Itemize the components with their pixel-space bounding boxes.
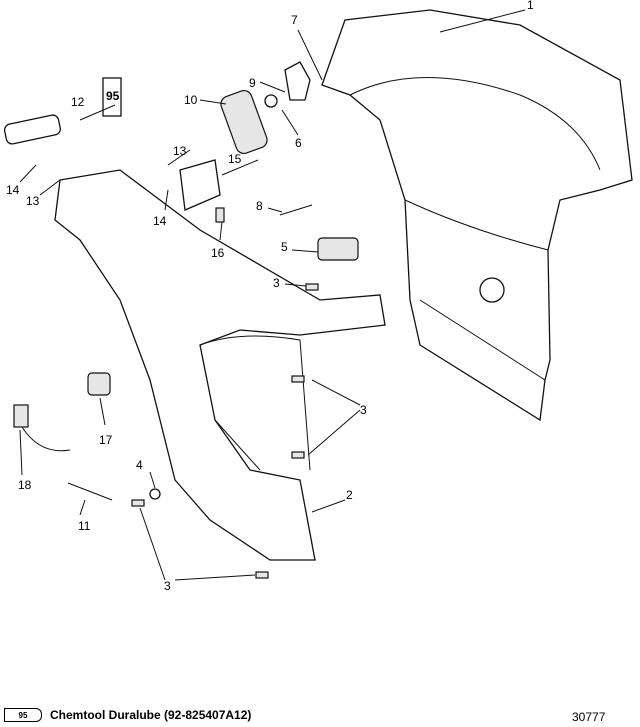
cover-part — [317, 237, 359, 261]
handle-part — [3, 114, 61, 145]
callout-18: 18 — [18, 478, 32, 492]
legend: 95 Chemtool Duralube (92-825407A12) — [4, 708, 251, 722]
callout-14: 14 — [6, 183, 20, 197]
leader-lines — [19, 9, 526, 581]
screw-part — [255, 571, 269, 579]
callout-10: 10 — [184, 93, 198, 107]
lubricant-tube-icon — [102, 77, 122, 117]
callout-3: 3 — [273, 276, 280, 290]
plate-part — [179, 159, 221, 211]
upper-cowl-part — [321, 9, 633, 422]
upper-cowl-detail-lines — [349, 77, 601, 381]
callout-2: 2 — [346, 488, 353, 502]
callout-13: 13 — [26, 194, 40, 208]
screw-part — [215, 207, 225, 223]
screws — [131, 207, 319, 579]
lower-cowl-detail-lines — [199, 335, 311, 471]
callout-16: 16 — [211, 246, 225, 260]
callout-5: 5 — [281, 240, 288, 254]
grommet-17-part — [87, 372, 111, 396]
callout-13: 13 — [173, 144, 187, 158]
screw-part — [291, 375, 305, 383]
grommet-part — [220, 89, 268, 155]
legend-text: Chemtool Duralube (92-825407A12) — [50, 708, 252, 722]
screw-part — [305, 283, 319, 291]
washer-part — [149, 488, 161, 500]
callout-1: 1 — [527, 0, 534, 12]
callout-7: 7 — [291, 13, 298, 27]
callout-11: 11 — [78, 519, 91, 533]
lubricant-tube-icon: 95 — [4, 708, 42, 722]
bolt-part — [279, 204, 313, 216]
lubricant-tube-label: 95 — [106, 89, 120, 103]
callout-14: 14 — [153, 214, 167, 228]
callout-6: 6 — [295, 136, 302, 150]
seal-ring-part — [264, 94, 278, 108]
switch-wire — [21, 426, 71, 452]
callout-12: 12 — [71, 95, 85, 109]
callout-8: 8 — [256, 199, 263, 213]
screw-part — [131, 499, 145, 507]
callout-4: 4 — [136, 458, 143, 472]
callout-15: 15 — [228, 152, 242, 166]
callout-3: 3 — [164, 579, 171, 593]
switch-part — [13, 404, 29, 428]
figure-number: 30777 — [572, 710, 606, 724]
fitting-part — [284, 61, 311, 101]
callout-17: 17 — [99, 433, 113, 447]
upper-cowl-grommet-hole — [479, 277, 505, 303]
tie-strap-part — [67, 482, 113, 501]
screw-part — [291, 451, 305, 459]
callout-9: 9 — [249, 76, 256, 90]
lower-cowl-part — [54, 169, 386, 561]
callout-3: 3 — [360, 403, 367, 417]
